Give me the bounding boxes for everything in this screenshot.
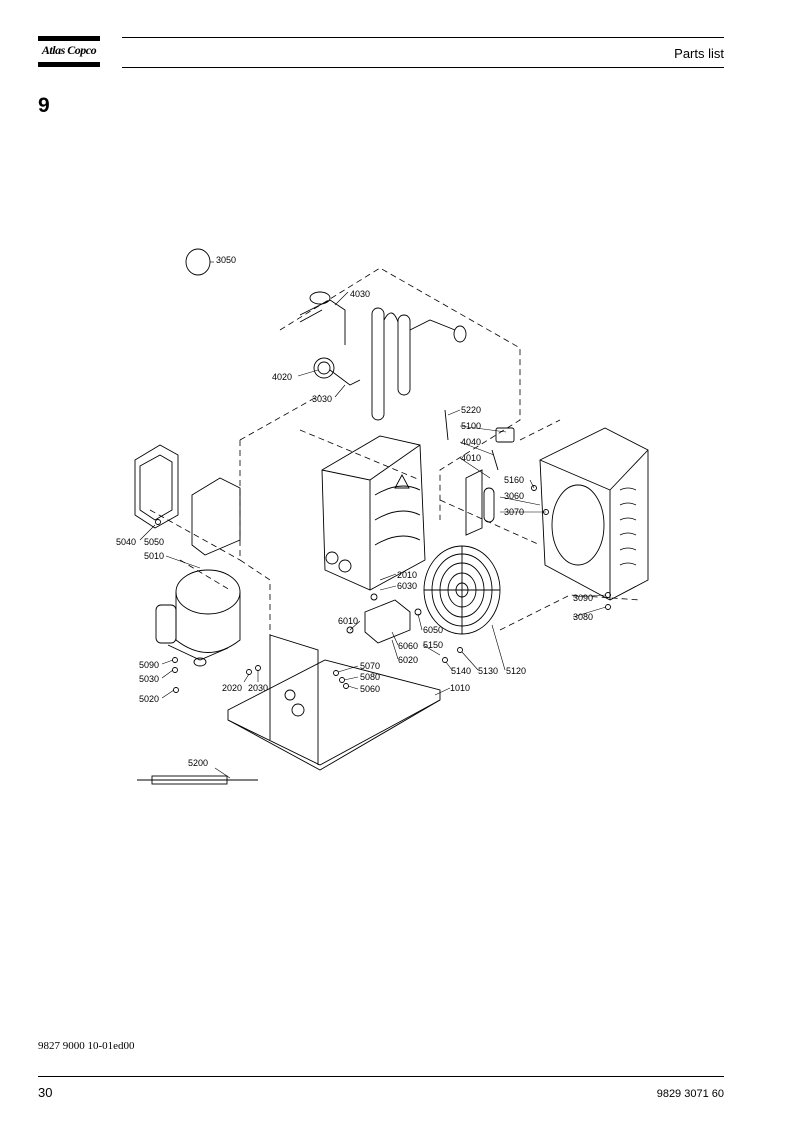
callout-label: 4030: [350, 289, 370, 299]
part-number: 9829 3071 60: [656, 1088, 724, 1100]
callout-label: 5010: [144, 551, 164, 561]
callout-label: 5200: [188, 758, 208, 768]
callout-label: 5080: [360, 672, 380, 682]
callout-label: 5100: [461, 421, 481, 431]
callout-label: 5020: [139, 694, 159, 704]
callout-label: 5090: [139, 660, 159, 670]
callout-label: 5120: [506, 666, 526, 676]
callout-label: 3070: [504, 507, 524, 517]
callout-label: 6060: [398, 641, 418, 651]
callout-label: 5060: [360, 684, 380, 694]
callout-label: 3060: [504, 491, 524, 501]
exploded-view-drawing: 3050 4030 4020 3030 5220 5100 4040 4010 …: [116, 248, 649, 785]
callout-label: 5150: [423, 640, 443, 650]
footer-rule: [38, 1076, 724, 1077]
callout-label: 6050: [423, 625, 443, 635]
header-title: Parts list: [674, 46, 724, 61]
callout-label: 5220: [461, 405, 481, 415]
document-code: 9827 9000 10-01ed00: [38, 1040, 135, 1052]
callout-label: 5030: [139, 674, 159, 684]
callout-label: 2020: [222, 683, 242, 693]
header-rule-bottom: [122, 67, 724, 68]
callout-label: 3050: [216, 255, 236, 265]
callout-label: 6030: [397, 581, 417, 591]
header-rule-top: [122, 37, 724, 38]
callout-label: 3090: [573, 593, 593, 603]
page-number: 30: [38, 1085, 53, 1100]
callout-label: 5130: [478, 666, 498, 676]
callout-label: 1010: [450, 683, 470, 693]
callout-label: 5050: [144, 537, 164, 547]
callout-label: 5160: [504, 475, 524, 485]
callout-label: 2010: [397, 570, 417, 580]
callout-label: 4020: [272, 372, 292, 382]
callout-label: 5140: [451, 666, 471, 676]
callout-label: 3080: [573, 612, 593, 622]
atlas-copco-logo: Atlas Copco: [38, 36, 100, 67]
callout-label: 5040: [116, 537, 136, 547]
callout-label: 6020: [398, 655, 418, 665]
callout-label: 6010: [338, 616, 358, 626]
section-number: 9: [38, 94, 50, 117]
callout-label: 4040: [461, 437, 481, 447]
callout-label: 3030: [312, 394, 332, 404]
callout-label: 4010: [461, 453, 481, 463]
callout-label: 2030: [248, 683, 268, 693]
callout-label: 5070: [360, 661, 380, 671]
